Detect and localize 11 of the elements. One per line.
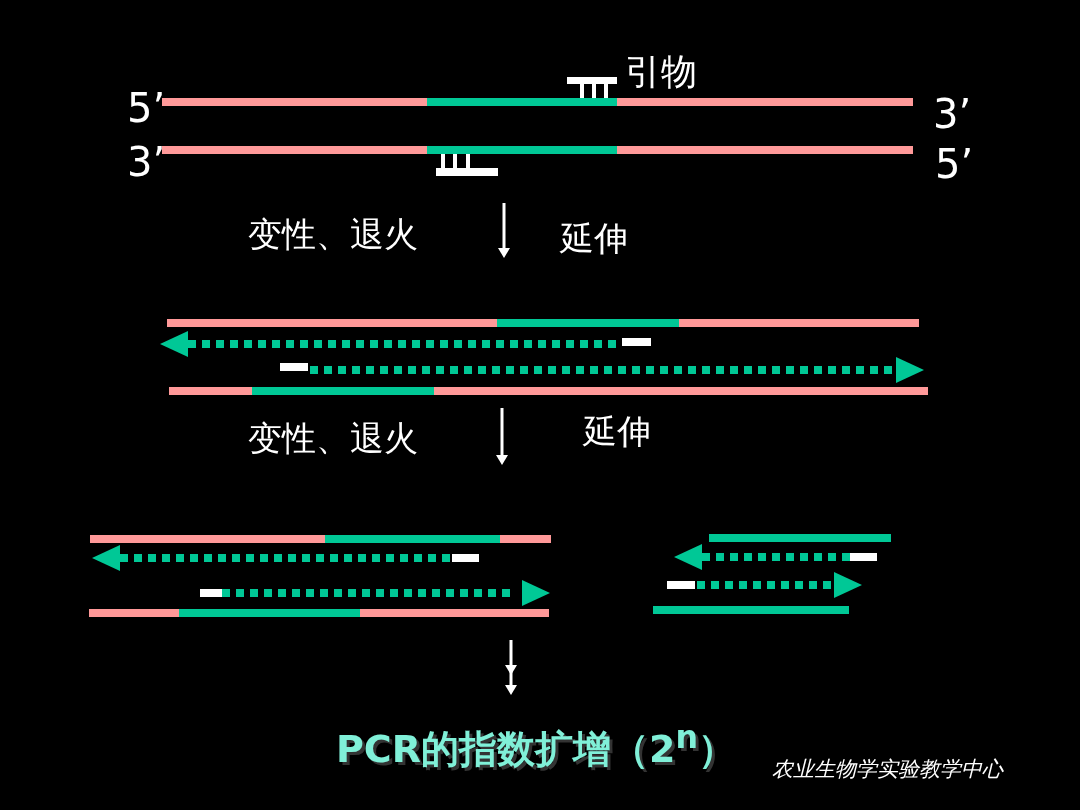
footer-text: 农业生物学实验教学中心: [772, 758, 1003, 782]
end-label: 3’: [933, 92, 972, 136]
primer-label: 引物: [625, 52, 697, 92]
step-label: 延伸: [560, 220, 628, 258]
caption: PCR的指数扩增（2$^{n}$）: [336, 720, 736, 771]
end-label: 5’: [127, 86, 166, 130]
end-label: 5’: [935, 142, 974, 186]
step-label: 变性、退火: [248, 216, 418, 254]
step-label: 延伸: [583, 413, 651, 451]
step-label: 变性、退火: [248, 420, 418, 458]
end-label: 3’: [127, 140, 166, 184]
